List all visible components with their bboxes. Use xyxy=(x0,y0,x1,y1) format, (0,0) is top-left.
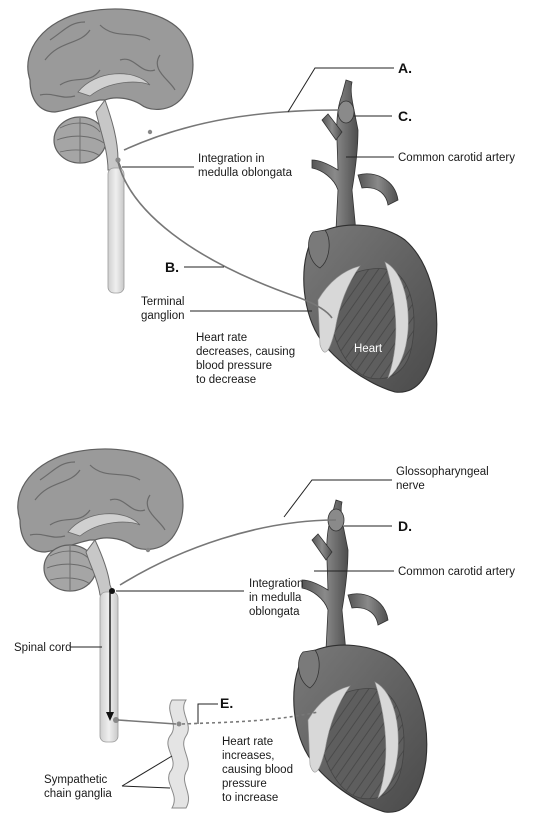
brain-top xyxy=(27,8,194,294)
label-e: E. xyxy=(220,695,233,711)
atrium-bottom xyxy=(298,649,320,689)
terminal-line2: ganglion xyxy=(141,310,184,322)
brain-folds xyxy=(39,21,176,98)
fat-top xyxy=(317,261,409,379)
effect-bottom-line4: pressure xyxy=(222,778,267,790)
sympathetic-chain xyxy=(167,699,190,809)
atrium-top xyxy=(308,229,330,269)
cerebrum xyxy=(17,448,184,553)
integration-bottom-line3: oblongata xyxy=(249,606,300,618)
heart-bottom xyxy=(293,499,428,813)
heart-top xyxy=(303,79,438,393)
vagus-nerve-top xyxy=(117,161,333,319)
cerebrum xyxy=(27,8,194,113)
effect-bottom-line5: to increase xyxy=(222,792,278,804)
label-c: C. xyxy=(398,108,412,124)
effect-top-line3: blood pressure xyxy=(196,360,272,372)
effect-top-line4: to decrease xyxy=(196,374,256,386)
carotid-sinus-top xyxy=(337,100,355,124)
aorta-arch-bottom xyxy=(347,593,389,626)
small-dot-bottom xyxy=(145,547,151,553)
effect-top-line2: decreases, causing xyxy=(196,346,295,358)
integration-bottom-line2: in medulla xyxy=(249,592,302,604)
arrow-head xyxy=(106,712,114,721)
brain-folds xyxy=(29,461,166,538)
integration-top-line2: medulla oblongata xyxy=(198,167,293,179)
ventricle-muscle-top xyxy=(328,268,415,380)
ganglion-dot xyxy=(176,721,182,727)
leader-sympathetic-1 xyxy=(121,755,173,787)
label-b: B. xyxy=(165,259,179,275)
top-panel: A. C. B. Integration in medulla oblongat… xyxy=(27,8,515,393)
cerebellum-folds xyxy=(46,546,95,590)
cerebellum-folds xyxy=(56,118,105,162)
glosso-line2: nerve xyxy=(396,480,425,492)
effect-top-line1: Heart rate xyxy=(196,332,247,344)
sympathetic-line2: chain ganglia xyxy=(44,788,112,800)
preganglionic-fiber xyxy=(117,719,177,725)
sensory-nerve-top xyxy=(123,109,341,151)
aorta-arch-top xyxy=(357,173,399,206)
spinal-cord-bottom xyxy=(99,591,119,743)
heart-label: Heart xyxy=(354,343,383,355)
leader-glosso xyxy=(283,479,392,518)
spinal-cord-top xyxy=(107,167,125,294)
effect-bottom-line1: Heart rate xyxy=(222,736,273,748)
fat-bottom xyxy=(307,681,399,799)
glosso-line1: Glossopharyngeal xyxy=(396,466,489,478)
leader-sympathetic-2 xyxy=(121,785,171,789)
bottom-panel: Glossopharyngeal nerve D. Common carotid… xyxy=(14,448,515,813)
leader-e xyxy=(197,703,218,724)
corpus-callosum xyxy=(77,73,151,97)
spinal-cord-label: Spinal cord xyxy=(14,642,72,654)
sympathetic-line1: Sympathetic xyxy=(44,774,108,786)
glossopharyngeal-nerve xyxy=(119,519,337,586)
left-branch-top xyxy=(321,113,343,141)
ventricle-muscle-bottom xyxy=(318,688,405,800)
postganglionic-fiber xyxy=(181,711,319,725)
cord-dot-bottom xyxy=(113,717,119,723)
corpus-callosum xyxy=(67,513,141,537)
leader-a xyxy=(287,67,394,113)
brain-bottom xyxy=(17,448,184,596)
small-dot-top xyxy=(147,129,153,135)
label-a: A. xyxy=(398,60,412,76)
left-branch-bottom xyxy=(311,533,333,561)
carotid-top-label: Common carotid artery xyxy=(398,152,515,164)
integration-top-line1: Integration in xyxy=(198,153,265,165)
effect-bottom-line2: increases, xyxy=(222,750,274,762)
carotid-vessel-top xyxy=(311,79,359,233)
terminal-line1: Terminal xyxy=(141,296,184,308)
label-d: D. xyxy=(398,518,412,534)
carotid-bottom-label: Common carotid artery xyxy=(398,566,515,578)
effect-bottom-line3: causing blood xyxy=(222,764,293,776)
integration-bottom-line1: Integration xyxy=(249,578,303,590)
medulla-dot-top xyxy=(115,157,121,163)
